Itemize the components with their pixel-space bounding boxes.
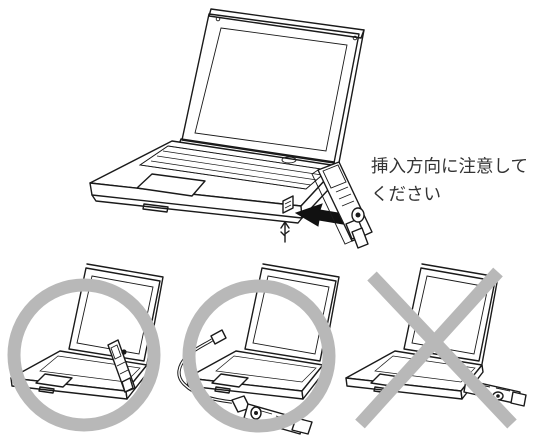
note-line-1: 挿入方向に注意して: [371, 157, 528, 177]
correct-circle-mark-2: [182, 279, 336, 433]
main-laptop: [89, 8, 373, 249]
incorrect-cross-mark: [355, 267, 517, 429]
panel-3-incorrect: [345, 263, 527, 429]
panel-1-correct-direct: [7, 263, 164, 432]
note-line-2: ください: [371, 185, 441, 205]
insertion-direction-note: 挿入方向に注意して ください: [371, 153, 547, 209]
panel-2-correct-cable: [177, 263, 340, 435]
correct-circle-mark-1: [7, 278, 161, 432]
